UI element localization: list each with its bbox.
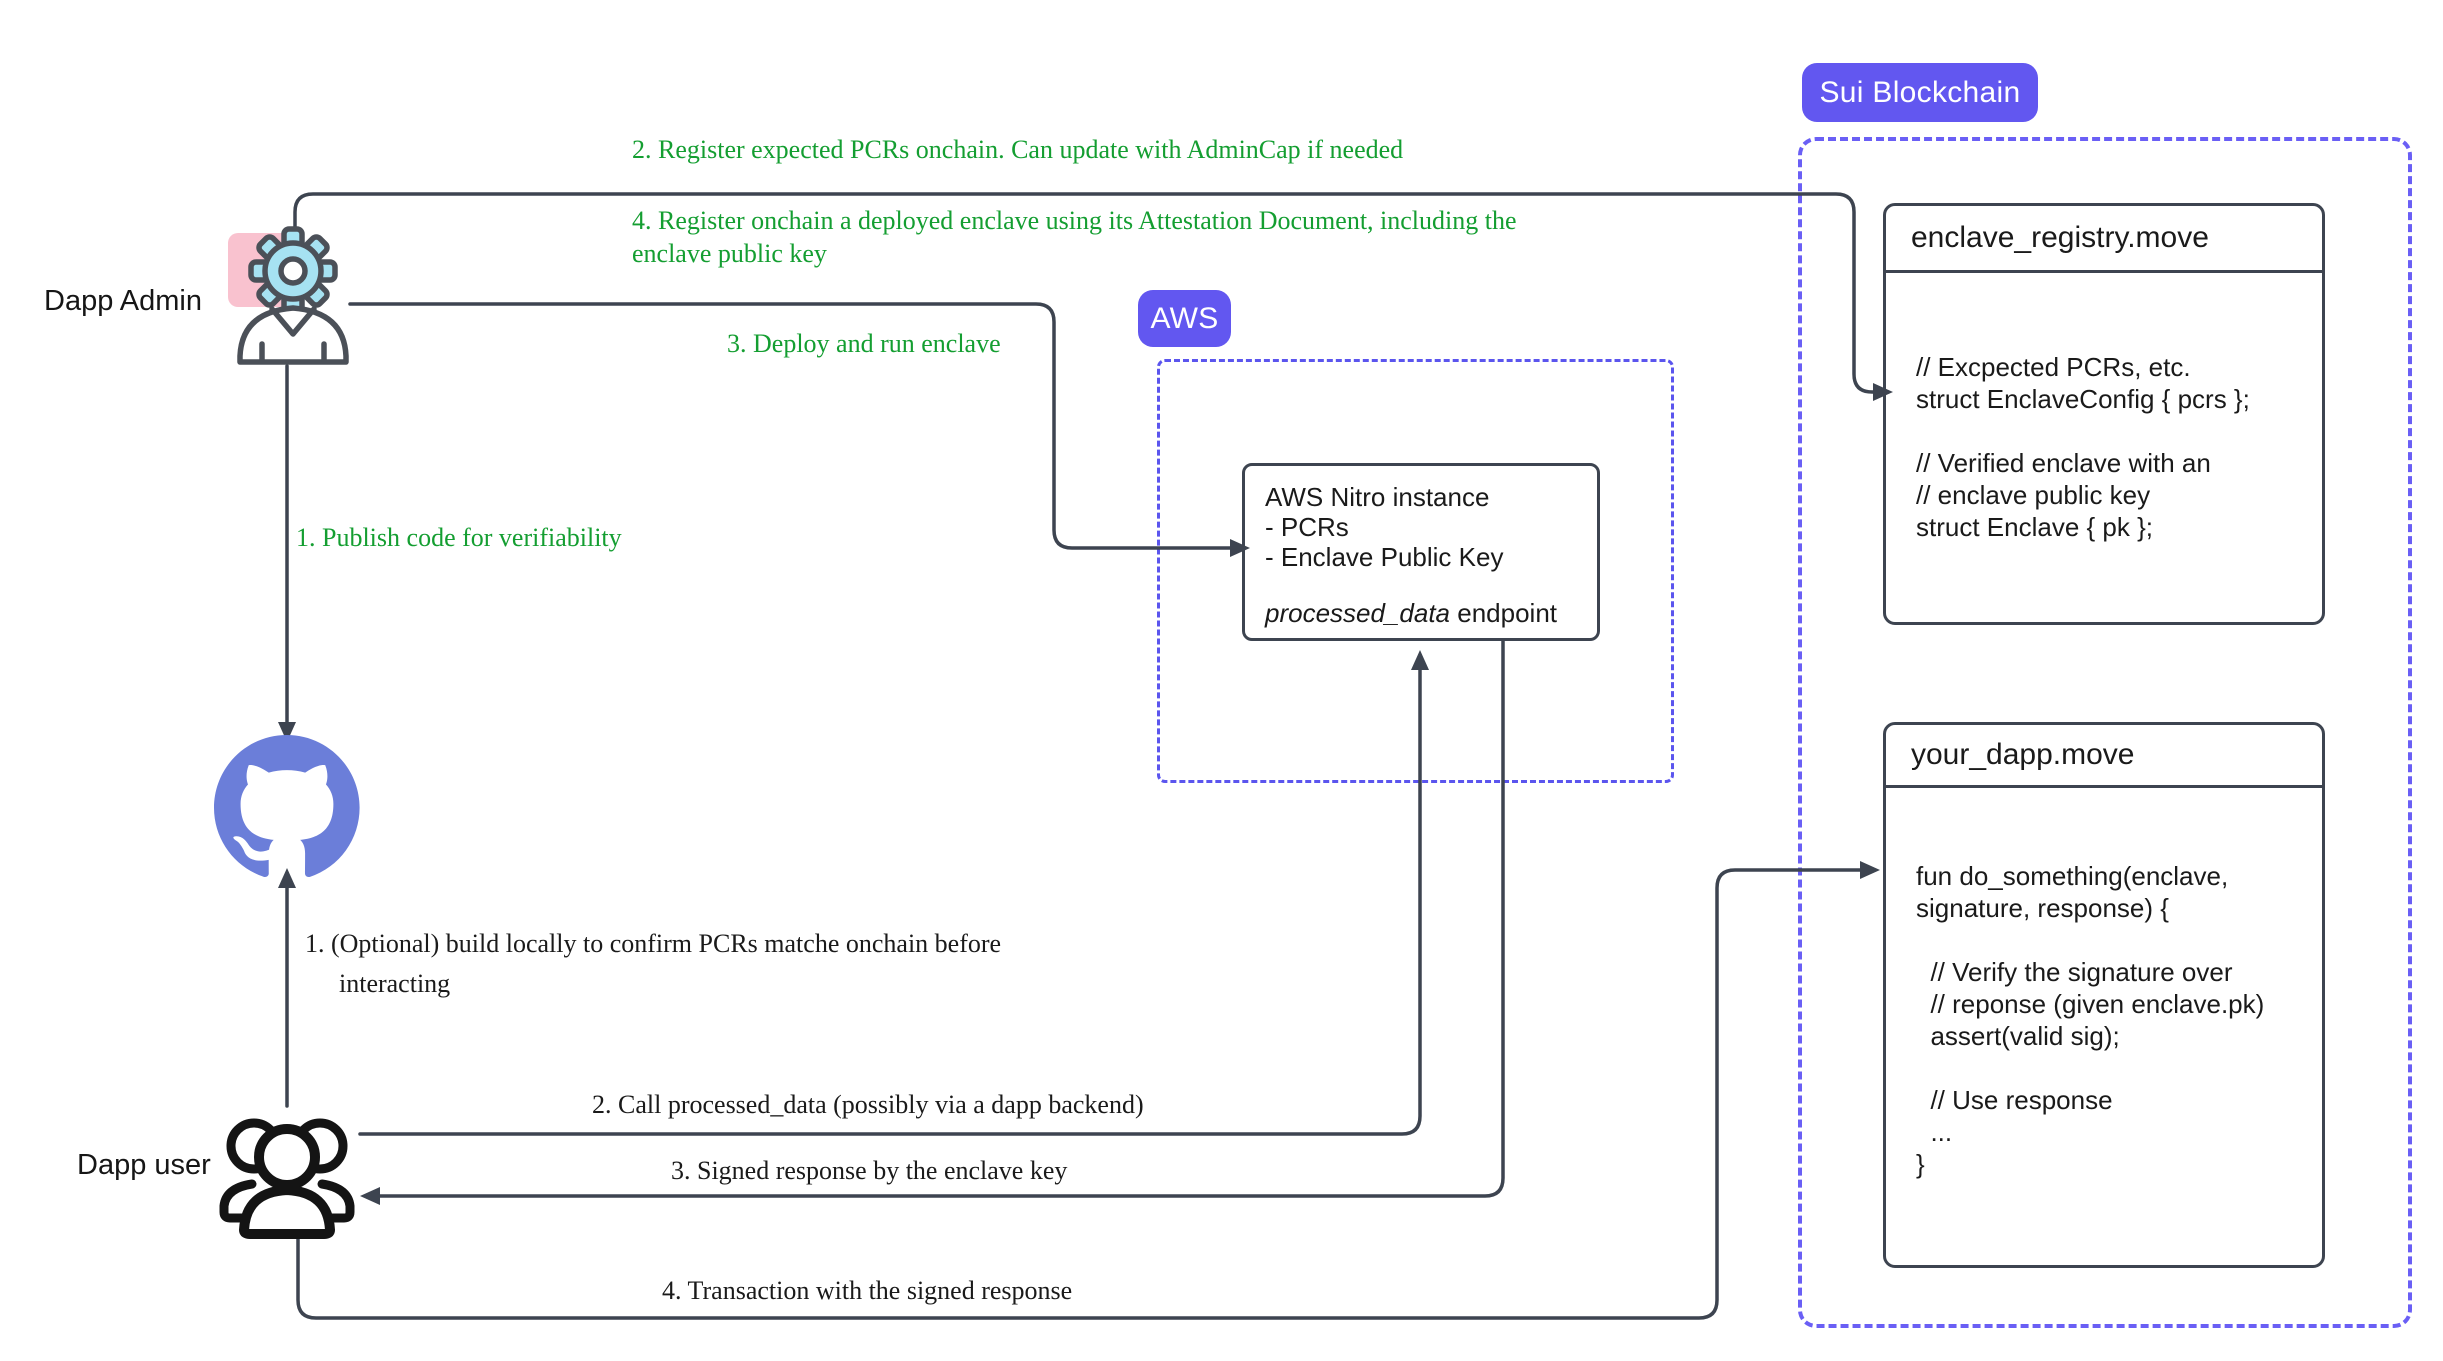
user-back-left-head xyxy=(226,1118,282,1174)
your-dapp-code: fun do_something(enclave,signature, resp… xyxy=(1886,788,2322,1180)
code-line: assert(valid sig); xyxy=(1916,1021,2120,1051)
annotation-register-enclave: 4. Register onchain a deployed enclave u… xyxy=(632,206,1517,268)
aws-badge-label: AWS xyxy=(1150,301,1219,335)
code-line xyxy=(1916,1052,2322,1084)
annotation-call-endpoint: 2. Call processed_data (possibly via a d… xyxy=(592,1090,1144,1119)
dapp-admin-icon xyxy=(228,226,349,365)
user-back-right-head xyxy=(292,1118,348,1174)
endpoint-name: processed_data xyxy=(1265,598,1451,628)
dapp-admin-label: Dapp Admin xyxy=(44,285,202,317)
code-line: ... xyxy=(1916,1117,1953,1147)
enclave-registry-box: enclave_registry.move // Excpected PCRs,… xyxy=(1883,203,2325,625)
admin-pink-square xyxy=(228,233,302,307)
aws-badge: AWS xyxy=(1138,290,1231,347)
github-icon xyxy=(214,735,360,878)
arrowhead-publish-code xyxy=(278,722,296,742)
user-back-left-shoulder xyxy=(219,1179,257,1223)
sui-blockchain-region-box xyxy=(1798,137,2412,1328)
dapp-user-label: Dapp user xyxy=(77,1149,211,1181)
dapp-user-icon xyxy=(219,1118,355,1239)
annotation-register-pcrs: 2. Register expected PCRs onchain. Can u… xyxy=(632,135,1404,164)
annotation-publish-code: 1. Publish code for verifiability xyxy=(296,523,622,552)
admin-person-shoulders xyxy=(237,305,349,365)
code-line: } xyxy=(1916,1149,1925,1179)
nitro-box-title: AWS Nitro instance xyxy=(1265,482,1490,512)
code-line xyxy=(1916,924,2322,956)
code-line xyxy=(1916,415,2322,447)
endpoint-suffix: endpoint xyxy=(1450,598,1558,628)
annotation-signed-response: 3. Signed response by the enclave key xyxy=(671,1156,1068,1185)
code-line: struct EnclaveConfig { pcrs }; xyxy=(1916,384,2250,414)
user-front-shoulders xyxy=(239,1185,335,1239)
arrowhead-signed-response xyxy=(360,1187,380,1205)
enclave-registry-code: // Excpected PCRs, etc.struct EnclaveCon… xyxy=(1886,273,2322,543)
your-dapp-box: your_dapp.move fun do_something(enclave,… xyxy=(1883,722,2325,1268)
nitro-box-endpoint: processed_data endpoint xyxy=(1265,598,1557,628)
code-line: // enclave public key xyxy=(1916,480,2151,510)
code-line: // Verify the signature over xyxy=(1916,957,2233,987)
sui-blockchain-badge: Sui Blockchain xyxy=(1802,63,2038,122)
sui-blockchain-badge-label: Sui Blockchain xyxy=(1819,75,2021,109)
user-back-right-shoulder xyxy=(317,1179,355,1223)
code-line: signature, response) { xyxy=(1916,893,2169,923)
enclave-registry-title: enclave_registry.move xyxy=(1886,206,2322,273)
code-line: struct Enclave { pk }; xyxy=(1916,512,2154,542)
annotation-build-locally: 1. (Optional) build locally to confirm P… xyxy=(305,929,1002,998)
code-line: // Excpected PCRs, etc. xyxy=(1916,352,2191,382)
code-line: // Verified enclave with an xyxy=(1916,448,2211,478)
aws-nitro-instance-box: AWS Nitro instance - PCRs - Enclave Publ… xyxy=(1242,463,1600,641)
annotation-transaction: 4. Transaction with the signed response xyxy=(662,1276,1073,1305)
nitro-box-item-pcrs: - PCRs xyxy=(1265,512,1349,542)
nitro-box-item-pubkey: - Enclave Public Key xyxy=(1265,542,1504,572)
your-dapp-title: your_dapp.move xyxy=(1886,725,2322,788)
arrowhead-build-locally xyxy=(278,868,296,888)
annotation-deploy-enclave: 3. Deploy and run enclave xyxy=(727,329,1001,358)
code-line: // reponse (given enclave.pk) xyxy=(1916,989,2265,1019)
code-line: // Use response xyxy=(1916,1085,2113,1115)
code-line: fun do_something(enclave, xyxy=(1916,861,2229,891)
user-front-head xyxy=(254,1124,320,1190)
gear-icon xyxy=(248,226,338,316)
